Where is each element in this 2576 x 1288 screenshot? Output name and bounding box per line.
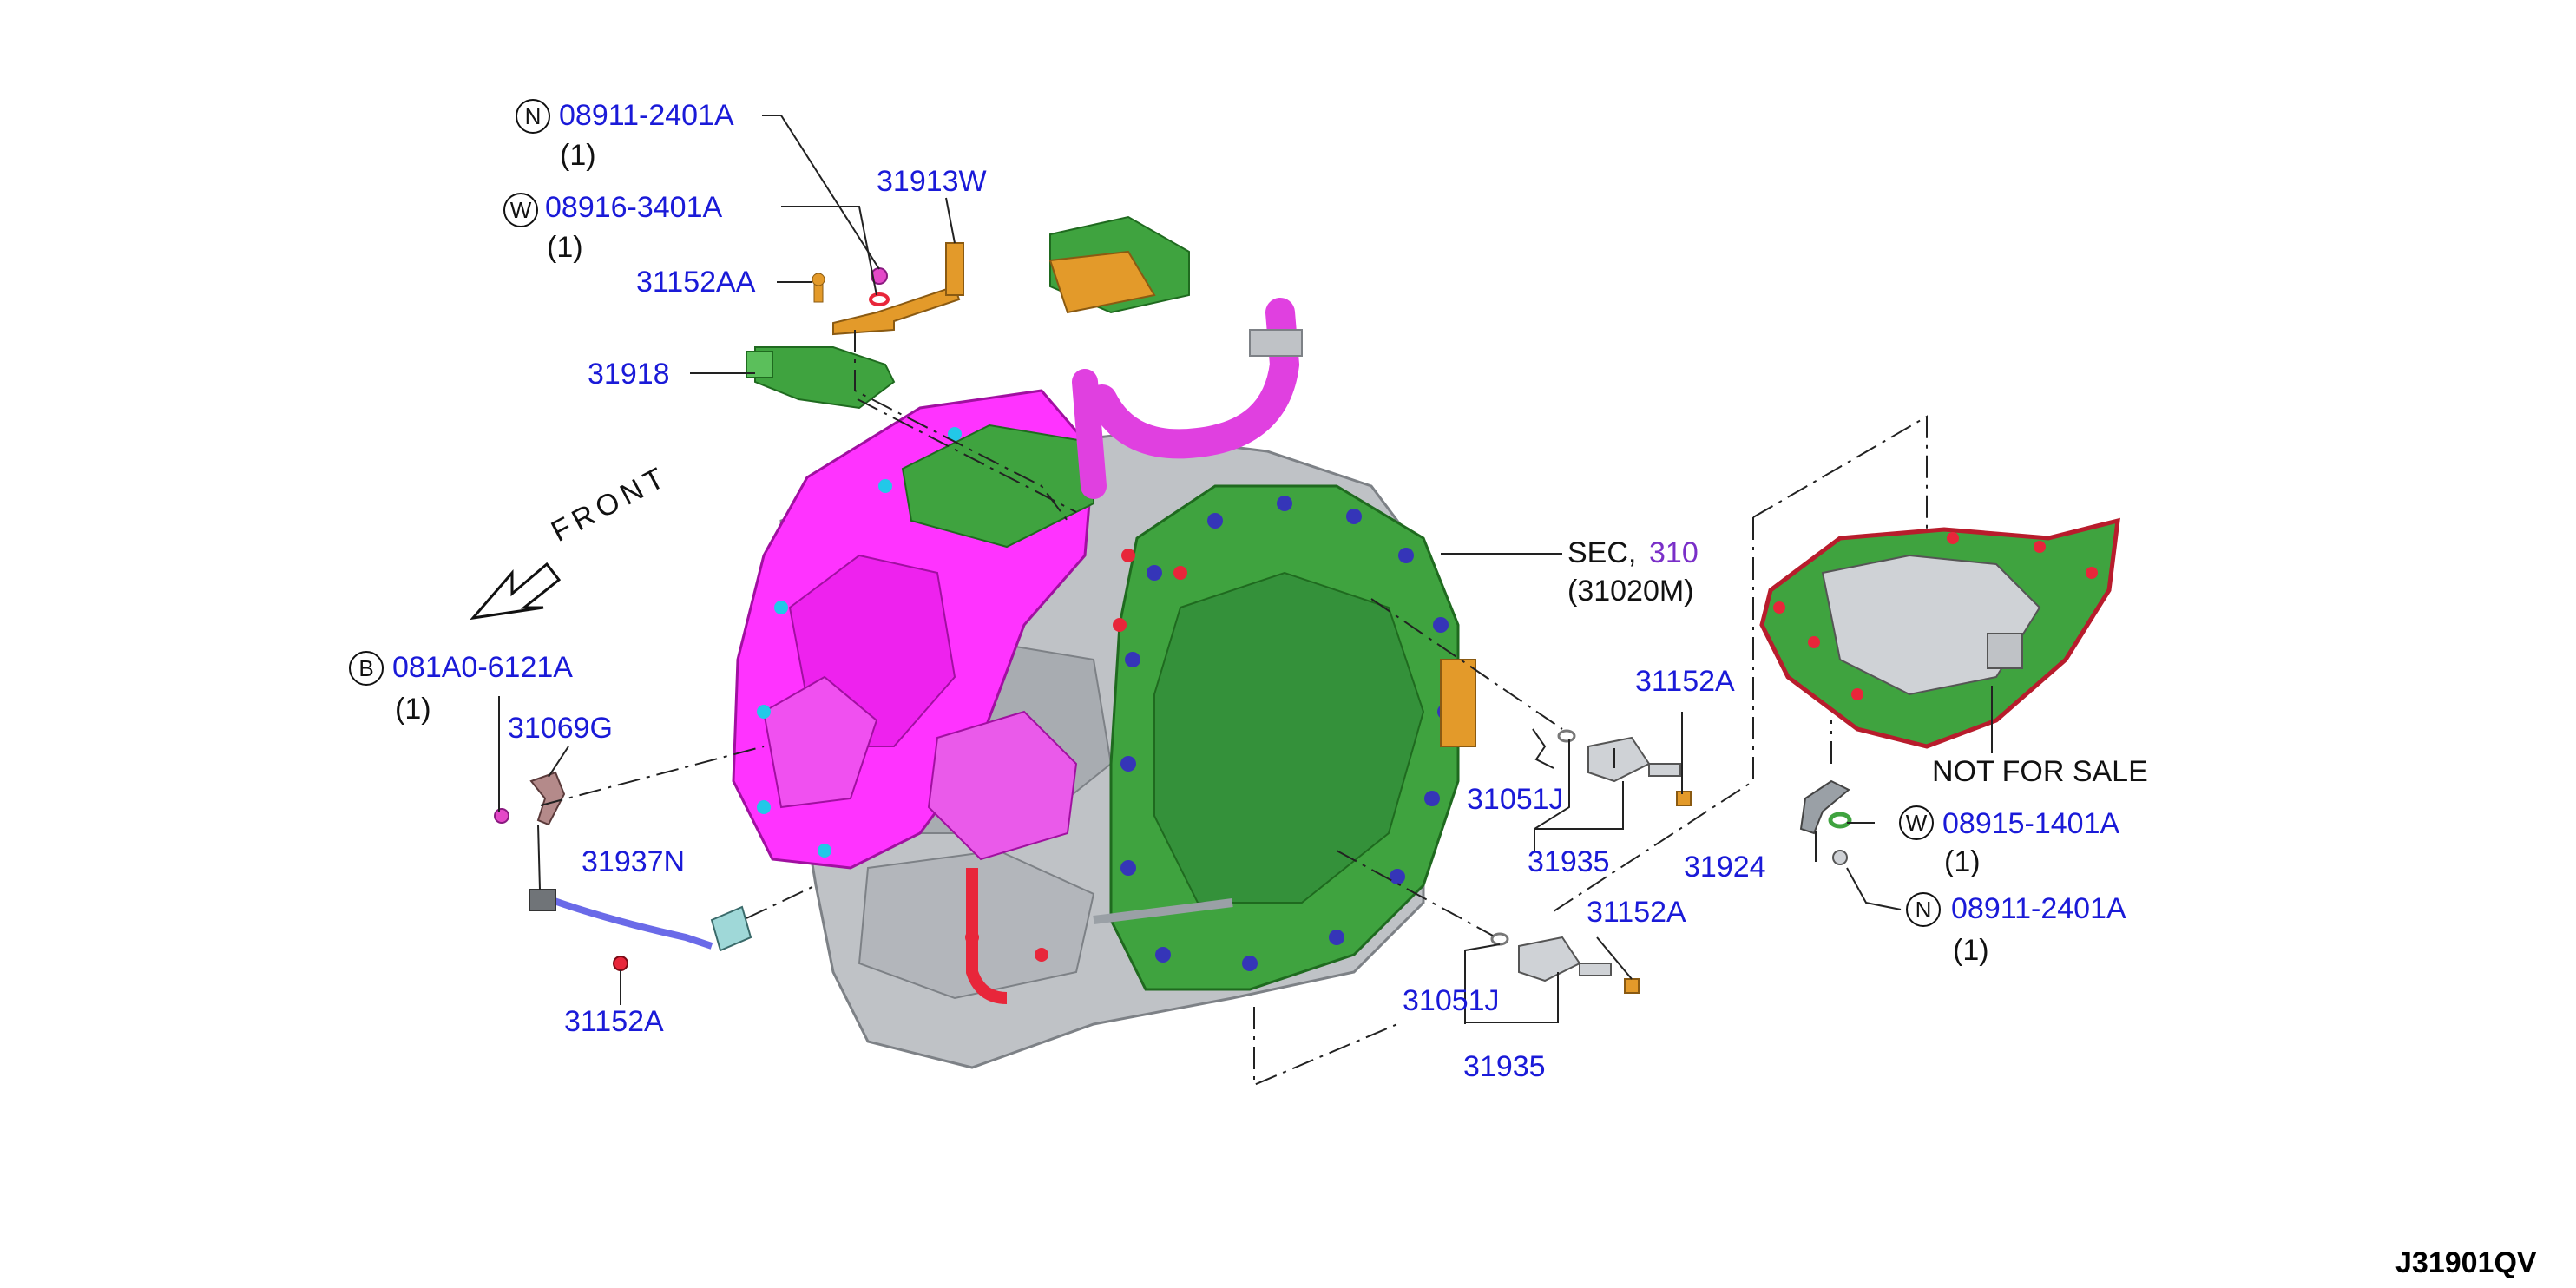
- part-31935-lower[interactable]: 31935: [1463, 1050, 1546, 1083]
- not-for-sale-label: NOT FOR SALE: [1932, 755, 2148, 788]
- washer-08915: [1828, 812, 1852, 829]
- symbol-w-top: W: [503, 193, 538, 227]
- part-08915[interactable]: 08915-1401A: [1942, 807, 2120, 840]
- part-08911-top[interactable]: 08911-2401A: [559, 99, 734, 132]
- nut-08911-right: [1832, 850, 1848, 865]
- part-31935-upper[interactable]: 31935: [1528, 845, 1610, 878]
- qty-081A0: (1): [395, 693, 431, 726]
- oring-31051J-upper: [1557, 729, 1576, 743]
- part-08916[interactable]: 08916-3401A: [545, 191, 723, 224]
- washer-08916: [869, 292, 890, 306]
- bracket-31924: [1799, 779, 1850, 835]
- qty-08916: (1): [547, 231, 583, 264]
- part-31152AA[interactable]: 31152AA: [636, 266, 756, 299]
- bracket-31913W: [832, 242, 964, 336]
- part-31937N[interactable]: 31937N: [582, 845, 686, 878]
- part-081A0[interactable]: 081A0-6121A: [392, 651, 573, 684]
- harness-31937N: [529, 889, 752, 952]
- symbol-b: B: [349, 651, 384, 686]
- symbol-w-right: W: [1899, 805, 1934, 840]
- oring-31051J-lower: [1490, 932, 1509, 946]
- bolt-31152A-upper: [1676, 791, 1692, 806]
- sensor-31918: [746, 346, 896, 410]
- part-31918[interactable]: 31918: [588, 358, 670, 391]
- part-31924[interactable]: 31924: [1684, 851, 1766, 884]
- sec-number[interactable]: 310: [1649, 536, 1699, 569]
- part-31152A-left[interactable]: 31152A: [564, 1005, 664, 1038]
- part-31152A-lower[interactable]: 31152A: [1587, 896, 1686, 929]
- qty-08911-top: (1): [560, 139, 596, 172]
- part-31051J-lower[interactable]: 31051J: [1403, 984, 1500, 1017]
- qty-08911-right: (1): [1953, 934, 1989, 967]
- part-08911-right[interactable]: 08911-2401A: [1951, 892, 2126, 925]
- bolt-31152A-lower: [1624, 978, 1640, 994]
- part-31152A-upper[interactable]: 31152A: [1635, 665, 1735, 698]
- symbol-n-right: N: [1906, 892, 1941, 927]
- front-arrow-icon: [470, 562, 562, 621]
- bolt-31152A-left: [613, 956, 628, 971]
- symbol-n-top: N: [516, 99, 550, 134]
- qty-08915: (1): [1944, 845, 1981, 878]
- sec-subgroup: (31020M): [1567, 575, 1694, 608]
- bolt-081A0: [494, 808, 509, 824]
- sec-label: SEC,: [1567, 536, 1637, 569]
- transmission-assembly: [732, 215, 1476, 1069]
- diagram-code: J31901QV: [2395, 1246, 2537, 1279]
- leader-lines: [498, 115, 1993, 1024]
- sensor-31935-lower: [1518, 936, 1612, 982]
- part-31051J-upper[interactable]: 31051J: [1467, 783, 1564, 816]
- control-valve-body: [1759, 517, 2120, 749]
- bolt-31152AA: [812, 273, 825, 303]
- part-31913W[interactable]: 31913W: [877, 165, 987, 198]
- part-31069G[interactable]: 31069G: [508, 712, 613, 745]
- bracket-31069G: [529, 771, 566, 826]
- sensor-31935-upper: [1587, 736, 1681, 783]
- phantom-lines: [540, 330, 1928, 1087]
